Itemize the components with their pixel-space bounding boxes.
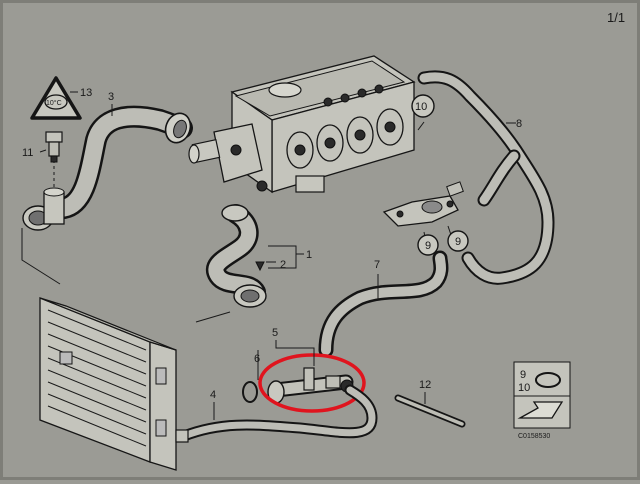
radiator-plug [59, 351, 73, 365]
svg-text:9: 9 [455, 236, 461, 248]
callout-9-left: 9 [417, 234, 439, 256]
o-ring [242, 381, 258, 403]
callout-7: 7 [374, 259, 380, 271]
svg-text:10: 10 [415, 101, 427, 113]
expansion-hose [417, 70, 555, 285]
svg-text:9: 9 [425, 240, 431, 252]
callout-8: 8 [516, 118, 522, 130]
upper-radiator-hose [53, 105, 193, 219]
callout-13: 13 [80, 87, 92, 99]
radiator [39, 297, 177, 471]
leader-11 [39, 149, 47, 153]
callout-6: 6 [254, 353, 260, 365]
callout-10: 10 [411, 94, 435, 118]
heater-hose-7 [318, 250, 449, 358]
diagram-id: C0158530 [518, 433, 550, 440]
callout-5: 5 [272, 327, 278, 339]
callout-4: 4 [210, 389, 216, 401]
tee-fitting [22, 160, 65, 231]
callout-2: 2 [280, 259, 286, 271]
cable-tie [394, 394, 466, 428]
callout-12: 12 [419, 379, 431, 391]
callout-1: 1 [306, 249, 312, 261]
cylinder-head [188, 55, 416, 194]
temperature-sensor [45, 131, 63, 163]
legend-box: 9 10 C0158530 [513, 361, 571, 440]
callout-11: 11 [22, 147, 33, 159]
highlight-circle [258, 353, 366, 413]
flange-gasket [382, 181, 464, 227]
legend-num-bottom: 10 [518, 382, 530, 394]
legend-num-top: 9 [520, 369, 526, 381]
clamp-icon [535, 372, 561, 388]
coolant-pipe-assembly [267, 367, 354, 404]
callout-9-right: 9 [447, 230, 469, 252]
page-number: 1/1 [607, 10, 625, 25]
badge-label: 10°C [46, 99, 62, 107]
bypass-hose [206, 204, 267, 308]
lower-hose-4 [175, 384, 378, 443]
arrow-icon [517, 401, 564, 419]
callout-3: 3 [108, 91, 114, 103]
temperature-warning-badge: 10°C [30, 76, 82, 120]
